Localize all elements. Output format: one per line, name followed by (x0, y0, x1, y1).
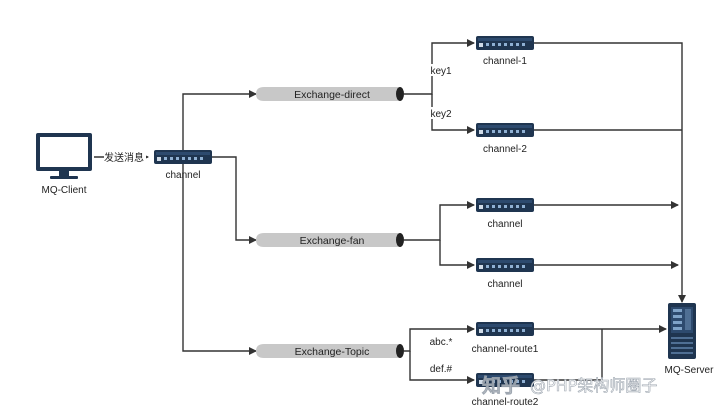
channel-2-switch-icon (476, 123, 534, 137)
server-rack-icon (668, 303, 696, 359)
routing-key-key2: key2 (430, 109, 452, 120)
route2-to-server-line (534, 329, 603, 381)
watermark: 知乎 @PHP架构师圈子 (482, 374, 658, 398)
routing-key-def: def.# (430, 364, 453, 375)
client-monitor-icon (36, 133, 92, 179)
topic-to-route2-arrow (409, 351, 475, 384)
fan-channel-b-label: channel (487, 279, 522, 290)
channel-route1-switch-icon (476, 322, 534, 336)
watermark-brand: 知乎 (482, 374, 520, 397)
channel-route2-label: channel-route2 (472, 397, 539, 408)
server-label: MQ-Server (665, 365, 715, 376)
channels-to-server-arrow (534, 42, 686, 303)
channel-to-direct-arrow (182, 90, 257, 164)
channel-route1-label: channel-route1 (472, 344, 539, 355)
fan-channel-b-switch-icon (476, 258, 534, 272)
fan-channel-a-label: channel (487, 219, 522, 230)
send-message-label: 发送消息 (104, 151, 144, 164)
routing-key-key1: key1 (430, 66, 452, 77)
topic-to-route1-arrow (404, 325, 475, 352)
channel-1-label: channel-1 (483, 56, 527, 67)
channel-1-switch-icon (476, 36, 534, 50)
exchange-fan-label: Exchange-fan (300, 235, 365, 247)
key1-bg (428, 64, 454, 76)
fan-to-channel-a-arrow (404, 201, 475, 241)
fan-channel-a-switch-icon (476, 198, 534, 212)
main-channel-label: channel (165, 170, 200, 181)
main-channel-switch-icon (154, 150, 212, 164)
watermark-handle: @PHP架构师圈子 (530, 376, 657, 395)
channel-to-topic-arrow (182, 164, 257, 355)
key2-bg (428, 107, 454, 119)
send-label-bg (104, 151, 146, 163)
fan-to-channel-b-arrow (439, 240, 475, 269)
def-bg (426, 362, 456, 374)
client-label: MQ-Client (41, 185, 86, 196)
direct-to-channel2-arrow (431, 94, 475, 134)
exchange-direct-label: Exchange-direct (294, 89, 370, 101)
channel-2-label: channel-2 (483, 144, 527, 155)
abc-bg (426, 335, 456, 347)
channel-to-fan-arrow (212, 156, 257, 244)
routing-key-abc: abc.* (430, 337, 453, 348)
exchange-topic-label: Exchange-Topic (295, 346, 370, 358)
